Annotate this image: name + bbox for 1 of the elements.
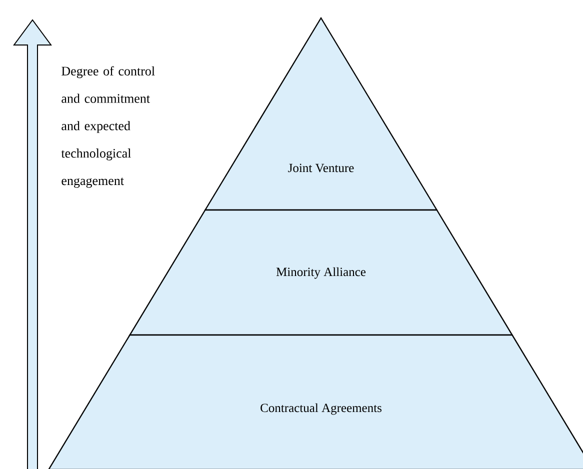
axis-label: Degree of control and commitment and expected technological engagement — [61, 66, 155, 188]
